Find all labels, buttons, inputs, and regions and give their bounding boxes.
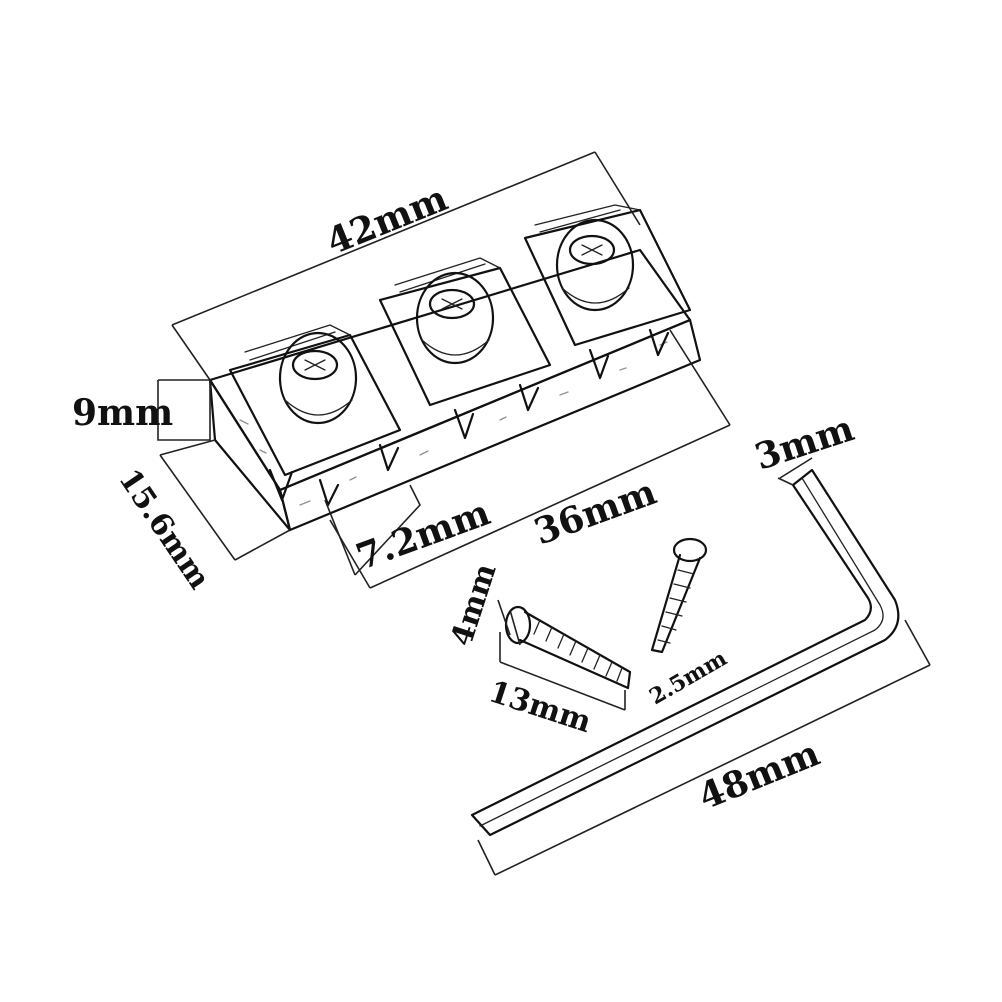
dim-label-overall-length: 42mm	[321, 177, 454, 263]
dim-label-key-length: 48mm	[693, 732, 826, 818]
clamp-screw-1	[278, 331, 358, 425]
mounting-screw-long	[504, 605, 632, 690]
hex-key	[470, 468, 900, 837]
dim-label-screw-head: 4mm	[444, 559, 503, 650]
dim-label-depth: 15.6mm	[111, 463, 217, 596]
dim-label-screw-small: 2.5mm	[645, 645, 731, 710]
clamp-screw-3	[555, 218, 635, 312]
dim-screw-small: 2.5mm	[645, 645, 731, 710]
mounting-screw-short	[650, 537, 708, 654]
dim-label-screw-length: 13mm	[485, 674, 596, 740]
locking-nut	[208, 204, 702, 532]
dim-label-key-size: 3mm	[750, 407, 859, 478]
clamp-block-3	[523, 204, 692, 347]
dim-label-height: 9mm	[72, 392, 173, 434]
clamp-screw-2	[415, 271, 495, 365]
dim-overall-length: 42mm	[171, 151, 641, 381]
dim-key-size: 3mm	[750, 407, 859, 486]
dim-screw-length: 13mm	[485, 632, 626, 740]
string-slots	[268, 328, 670, 507]
clamp-block-2	[378, 257, 552, 407]
dim-height: 9mm	[72, 379, 211, 441]
dim-label-span: 36mm	[529, 471, 662, 554]
